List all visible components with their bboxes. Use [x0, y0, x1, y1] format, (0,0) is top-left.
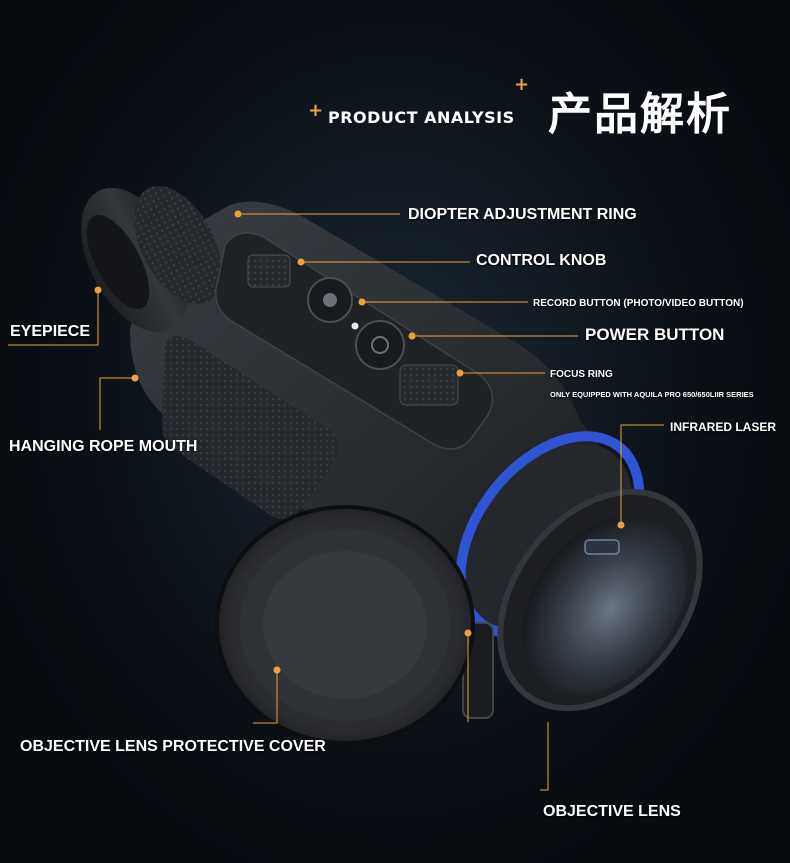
focus-ring[interactable] — [399, 364, 459, 406]
label-record-button: RECORD BUTTON (PHOTO/VIDEO BUTTON) — [533, 298, 744, 309]
objective-barrel — [455, 431, 703, 712]
label-power-button: POWER BUTTON — [585, 325, 725, 344]
objective-lens — [522, 515, 688, 695]
header-title: 产品解析 — [548, 89, 732, 140]
power-icon — [371, 336, 389, 354]
label-eyepiece: EYEPIECE — [10, 323, 91, 340]
camera-icon — [323, 293, 337, 307]
plus-icon: + — [308, 100, 324, 121]
leader-objective — [540, 722, 549, 791]
eyepiece-part — [80, 186, 222, 333]
infrared-laser — [584, 539, 620, 555]
label-diopter-ring: DIOPTER ADJUSTMENT RING — [408, 206, 637, 223]
plus-icon: + — [514, 74, 530, 95]
label-focus-ring-note: ONLY EQUIPPED WITH AQUILA PRO 650/650LII… — [550, 390, 754, 399]
leader-infrared — [620, 424, 664, 525]
power-button[interactable] — [355, 320, 405, 370]
leader-dots — [94, 210, 625, 674]
label-objective-lens: OBJECTIVE LENS — [543, 803, 681, 820]
leader-cover — [253, 670, 278, 724]
label-lens-cover: OBJECTIVE LENS PROTECTIVE COVER — [20, 738, 326, 755]
control-panel — [215, 232, 494, 450]
lens-cover[interactable] — [215, 505, 475, 745]
label-focus-ring: FOCUS RING — [550, 369, 613, 380]
control-knob[interactable] — [247, 254, 291, 288]
status-led — [351, 322, 359, 330]
label-infrared-laser: INFRARED LASER — [670, 420, 777, 434]
leader-rope-mouth — [99, 377, 135, 430]
label-hanging-rope-mouth: HANGING ROPE MOUTH — [9, 438, 198, 455]
header-subtitle: PRODUCT ANALYSIS — [328, 108, 515, 127]
leader-eyepiece — [8, 290, 99, 346]
leader-lines — [8, 213, 664, 791]
label-control-knob: CONTROL KNOB — [476, 252, 607, 269]
